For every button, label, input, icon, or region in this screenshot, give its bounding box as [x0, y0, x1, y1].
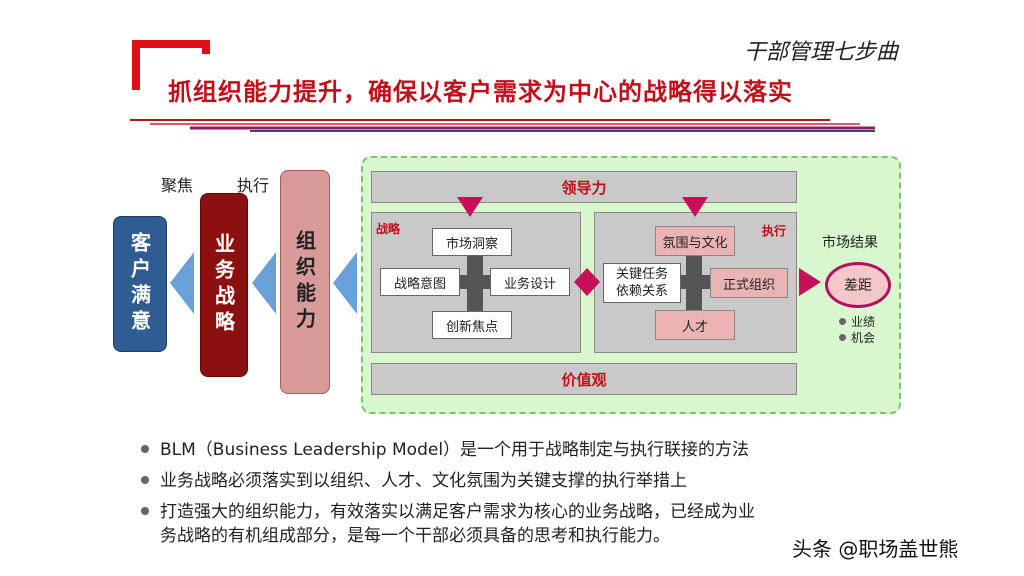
- result-item-performance: 业绩: [851, 315, 876, 329]
- bullet-icon: [141, 445, 149, 453]
- key-tasks-box: 关键任务 依赖关系: [603, 263, 681, 303]
- leadership-bar: 领导力: [371, 171, 797, 203]
- strategy-panel-label: 战略: [376, 222, 401, 236]
- page-headline: 抓组织能力提升，确保以客户需求为中心的战略得以落实: [168, 78, 793, 106]
- key-tasks-line2: 依赖关系: [615, 284, 668, 299]
- execution-panel-label: 执行: [762, 224, 787, 238]
- gap-ellipse: 差距: [825, 262, 891, 308]
- market-result-title: 市场结果: [822, 235, 878, 251]
- bullet-line-2: 业务战略必须落实到以组织、人才、文化氛围为关键支撑的执行举措上: [160, 471, 687, 491]
- right-arrow-icon: [799, 268, 821, 296]
- strategic-intent-box: 战略意图: [380, 268, 460, 296]
- business-strategy-box: 业务战略: [200, 193, 248, 377]
- formal-organization-box: 正式组织: [710, 268, 788, 298]
- diamond-connector-icon: [574, 268, 600, 296]
- execute-label: 执行: [237, 176, 270, 195]
- org-capability-box: 组织能力: [280, 170, 330, 394]
- result-item-opportunity: 机会: [851, 331, 876, 345]
- arrow-left-icon: [333, 252, 357, 314]
- bullet-icon: [839, 334, 846, 341]
- down-arrow-icon: [682, 197, 708, 217]
- arrow-left-icon: [252, 252, 276, 314]
- talent-box: 人才: [655, 310, 735, 340]
- customer-satisfaction-box: 客户满意: [113, 216, 167, 352]
- step-title: 干部管理七步曲: [743, 40, 898, 65]
- innovation-focus-box: 创新焦点: [432, 311, 512, 339]
- red-bracket-icon: [132, 40, 210, 90]
- bullet-line-3: 打造强大的组织能力，有效落实以满足客户需求为核心的业务战略，已经成为业: [160, 502, 755, 522]
- business-design-box: 业务设计: [490, 268, 570, 296]
- bullet-icon: [141, 507, 149, 515]
- bullet-line-1: BLM（Business Leadership Model）是一个用于战略制定与…: [160, 440, 750, 460]
- watermark-text: 头条 @职场盖世熊: [792, 537, 959, 561]
- climate-culture-box: 氛围与文化: [655, 226, 735, 256]
- key-tasks-line1: 关键任务: [615, 267, 668, 282]
- bullet-icon: [839, 318, 846, 325]
- bullet-icon: [141, 476, 149, 484]
- focus-label: 聚焦: [161, 176, 194, 195]
- decorative-lines: [130, 119, 875, 132]
- values-bar: 价值观: [371, 363, 797, 395]
- arrow-left-icon: [170, 252, 194, 314]
- market-insight-box: 市场洞察: [432, 228, 512, 256]
- bullet-line-3-continued: 务战略的有机组成部分，是每一个干部必须具备的思考和执行能力。: [160, 526, 670, 546]
- down-arrow-icon: [457, 197, 483, 217]
